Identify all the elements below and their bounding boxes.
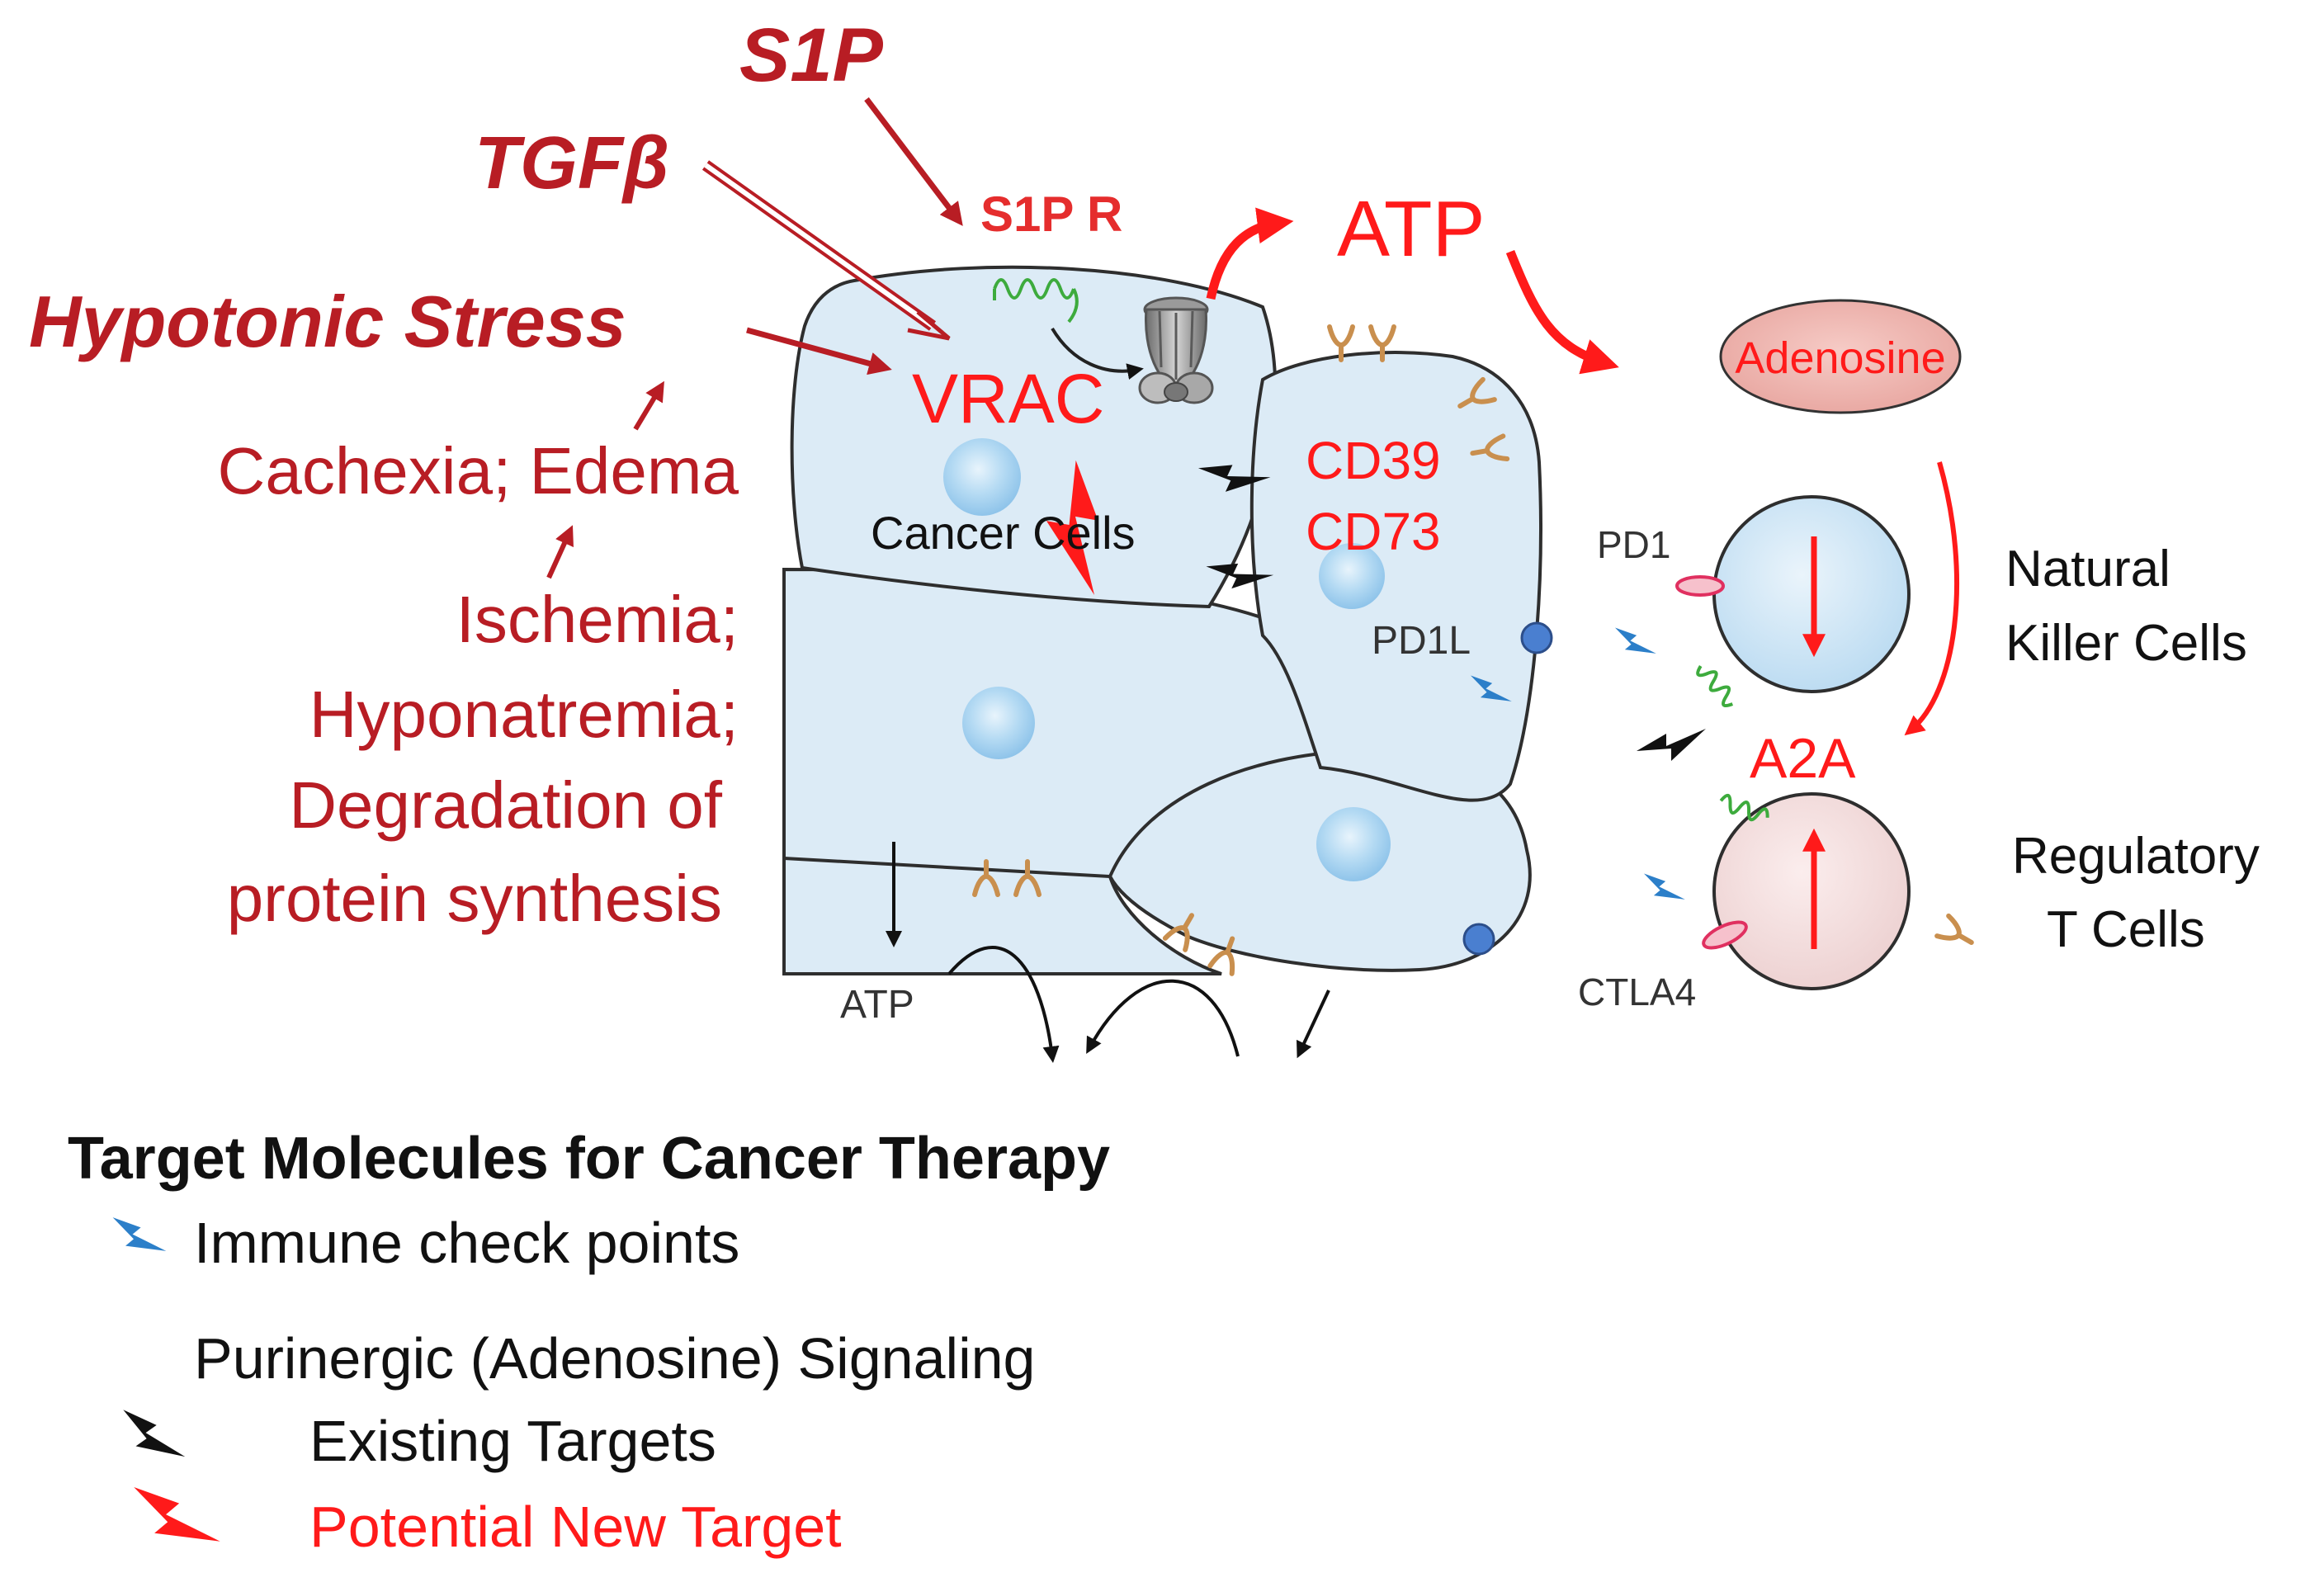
treg-label-line2: T Cells	[2047, 901, 2205, 958]
cell-text-labels: S1P R VRAC Cancer Cells CD39 CD73 PD1L A…	[840, 187, 1471, 1027]
cancer-cells-label: Cancer Cells	[871, 507, 1136, 559]
cd73-label: CD73	[1306, 502, 1441, 561]
receptor-icon	[1013, 859, 1042, 897]
ctla4-receptor	[1702, 920, 1748, 950]
nk-label-line2: Killer Cells	[2005, 615, 2247, 672]
cachexia-up-arrow	[633, 380, 664, 431]
nucleus	[943, 438, 1021, 516]
legend: Target Molecules for Cancer Therapy Immu…	[68, 1126, 1110, 1559]
receptor-icon	[1368, 324, 1396, 362]
adenosine-to-a2a-arrow	[1904, 461, 1960, 736]
driver-labels: S1P TGFβ Hypotonic Stress	[29, 13, 884, 362]
protein-synthesis-label: protein synthesis	[227, 862, 722, 935]
blue-lightning-icon	[1615, 627, 1656, 654]
s1pr-to-channel-arrow	[1051, 327, 1144, 380]
legend-purinergic: Purinergic (Adenosine) Signaling	[194, 1326, 1035, 1391]
receptor-icon	[1457, 376, 1497, 409]
blue-lightning-icon	[1644, 873, 1685, 900]
nucleus	[1319, 543, 1385, 609]
s1p-arrow	[864, 97, 963, 226]
cancer-cell-right	[1249, 351, 1542, 802]
signaling-labels: ATP Adenosine A2A	[1337, 185, 1946, 790]
channel-to-atp-arrow	[1206, 207, 1294, 300]
pd1l-dot	[1520, 621, 1553, 654]
legend-title: Target Molecules for Cancer Therapy	[68, 1126, 1110, 1192]
pd1-label: PD1	[1597, 523, 1670, 566]
immune-labels: PD1 CTLA4 Natural Killer Cells Regulator…	[1578, 523, 2260, 1013]
atp-label: ATP	[1337, 185, 1486, 273]
black-lightning-icon	[1206, 563, 1274, 589]
ctla4-label: CTLA4	[1578, 971, 1696, 1013]
s1p-receptor-icon	[993, 278, 1079, 324]
black-lightning-icon	[123, 1410, 186, 1457]
black-lightning-icon	[1637, 729, 1706, 761]
nucleus	[962, 687, 1035, 759]
a2a-receptor-icon	[1719, 793, 1769, 822]
legend-existing-targets: Existing Targets	[309, 1409, 716, 1473]
pd1l-label: PD1L	[1372, 619, 1471, 663]
legend-potential-new-target: Potential New Target	[309, 1495, 842, 1559]
atp-release-arrows	[886, 842, 1330, 1063]
blue-lightning-icon	[112, 1217, 167, 1251]
atp-release-channel-icon	[1138, 296, 1214, 404]
atp-to-adenosine-arrow	[1505, 249, 1619, 375]
ischemia-up-arrow	[546, 525, 574, 579]
vrac-label: VRAC	[912, 360, 1104, 437]
atp-small-label: ATP	[840, 983, 914, 1027]
receptor-icon	[1327, 324, 1355, 362]
driver-arrows	[546, 97, 963, 579]
cd39-label: CD39	[1306, 431, 1441, 490]
treg-label-line1: Regulatory	[2012, 828, 2260, 885]
a2a-receptor-icon	[1696, 664, 1734, 708]
ischemia-label: Ischemia;	[456, 583, 739, 656]
red-lightning-icon	[1046, 460, 1098, 595]
cachexia-edema-label: Cachexia; Edema	[218, 434, 739, 508]
s1p-receptor-label: S1P R	[980, 187, 1122, 242]
receptor-icon	[1934, 913, 1974, 945]
cancer-cell-bottom-middle	[1108, 749, 1532, 972]
degradation-label: Degradation of	[289, 768, 723, 842]
nk-label-line1: Natural	[2005, 541, 2170, 597]
hypotonic-stress-label: Hypotonic Stress	[29, 281, 626, 362]
receptor-icon	[972, 859, 1000, 897]
signaling-arrows	[1206, 207, 1960, 736]
cell-nuclei	[943, 438, 1391, 881]
ectoenzyme-receptors	[972, 324, 1974, 976]
receptor-icon	[1207, 936, 1235, 976]
nucleus	[1316, 807, 1391, 881]
black-lightning-icon	[1197, 465, 1271, 492]
receptor-icon	[1162, 913, 1194, 952]
tgfb-label: TGFβ	[475, 122, 669, 205]
adenosine-label: Adenosine	[1735, 333, 1945, 383]
receptor-icon	[1470, 433, 1510, 462]
a2a-label: A2A	[1750, 727, 1856, 790]
legend-immune-checkpoints: Immune check points	[194, 1211, 739, 1275]
hyponatremia-label: Hyponatremia;	[309, 678, 739, 751]
blue-lightning-icon	[1471, 675, 1512, 701]
pd1-receptor	[1675, 575, 1725, 597]
red-lightning-icon	[134, 1486, 220, 1542]
hypotonic-arrow	[746, 327, 892, 375]
cause-labels: Cachexia; Edema Ischemia; Hyponatremia; …	[218, 434, 739, 935]
s1p-label: S1P	[739, 13, 884, 97]
pd1l-dot	[1462, 923, 1495, 956]
adenosine-ellipse	[1719, 299, 1962, 414]
